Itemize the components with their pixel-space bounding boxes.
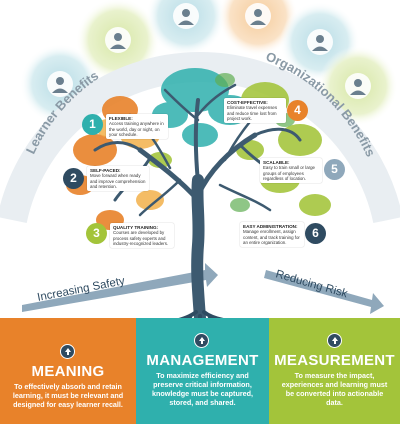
reducing-risk-label: Reducing Risk xyxy=(274,268,349,300)
benefit-4-title: COST-EFFECTIVE: xyxy=(227,100,268,105)
measurement-body: To measure the impact, experiences and l… xyxy=(281,371,388,407)
benefit-5-number: 5 xyxy=(324,159,345,180)
benefit-1-bubble: FLEXIBLE: Access training anywhere in th… xyxy=(106,114,168,140)
meaning-title: MEANING xyxy=(31,363,105,380)
benefit-2-number: 2 xyxy=(63,168,84,189)
management-body: To maximize efficiency and preserve crit… xyxy=(151,371,254,407)
benefit-2-bubble: SELF-PACED: Move forward when ready and … xyxy=(87,166,149,192)
benefit-3-title: QUALITY TRAINING: xyxy=(113,225,159,230)
benefit-2-title: SELF-PACED: xyxy=(90,168,121,173)
benefit-1-title: FLEXIBLE: xyxy=(109,116,133,121)
benefit-1-number: 1 xyxy=(82,114,103,135)
people-icons xyxy=(20,0,398,126)
management-arrow-icon xyxy=(194,333,209,348)
benefit-3-number: 3 xyxy=(86,223,107,244)
benefit-2-body: Move forward when ready and improve comp… xyxy=(90,173,146,189)
benefit-arc xyxy=(0,51,400,224)
meaning-body: To effectively absorb and retain learnin… xyxy=(12,382,124,409)
meaning-arrow-icon xyxy=(60,344,75,359)
learner-benefits-label: Learner Benefits xyxy=(23,68,101,156)
benefit-5-title: SCALABLE: xyxy=(263,160,290,165)
benefit-3-bubble: QUALITY TRAINING: Courses are developed … xyxy=(110,223,174,249)
meaning-panel: MEANING To effectively absorb and retain… xyxy=(0,318,136,424)
benefit-4-number: 4 xyxy=(287,100,308,121)
svg-text:Learner Benefits: Learner Benefits xyxy=(23,68,101,156)
measurement-arrow-icon xyxy=(327,333,342,348)
benefit-4-body: Eliminate travel expenses and reduce tim… xyxy=(227,105,278,121)
benefit-5-body: Easy to train small or large groups of e… xyxy=(263,165,315,181)
benefit-4-bubble: COST-EFFECTIVE: Eliminate travel expense… xyxy=(224,98,286,124)
benefit-6-number: 6 xyxy=(305,223,326,244)
benefit-1-body: Access training anywhere in the world, d… xyxy=(109,121,164,137)
benefit-6-body: Manage enrollment, assign content, and t… xyxy=(243,229,300,245)
increasing-safety-label: Increasing Safety xyxy=(36,275,126,304)
measurement-title: MEASUREMENT xyxy=(274,352,395,369)
measurement-panel: MEASUREMENT To measure the impact, exper… xyxy=(269,318,400,424)
benefit-5-bubble: SCALABLE: Easy to train small or large g… xyxy=(260,158,322,184)
management-title: MANAGEMENT xyxy=(146,352,259,369)
arrow-shapes xyxy=(22,263,384,314)
benefit-6-title: EASY ADMINISTRATION: xyxy=(243,224,298,229)
benefit-3-body: Courses are developed by process safety … xyxy=(113,230,169,246)
benefit-6-bubble: EASY ADMINISTRATION: Manage enrollment, … xyxy=(240,222,304,248)
management-panel: MANAGEMENT To maximize efficiency and pr… xyxy=(136,318,269,424)
